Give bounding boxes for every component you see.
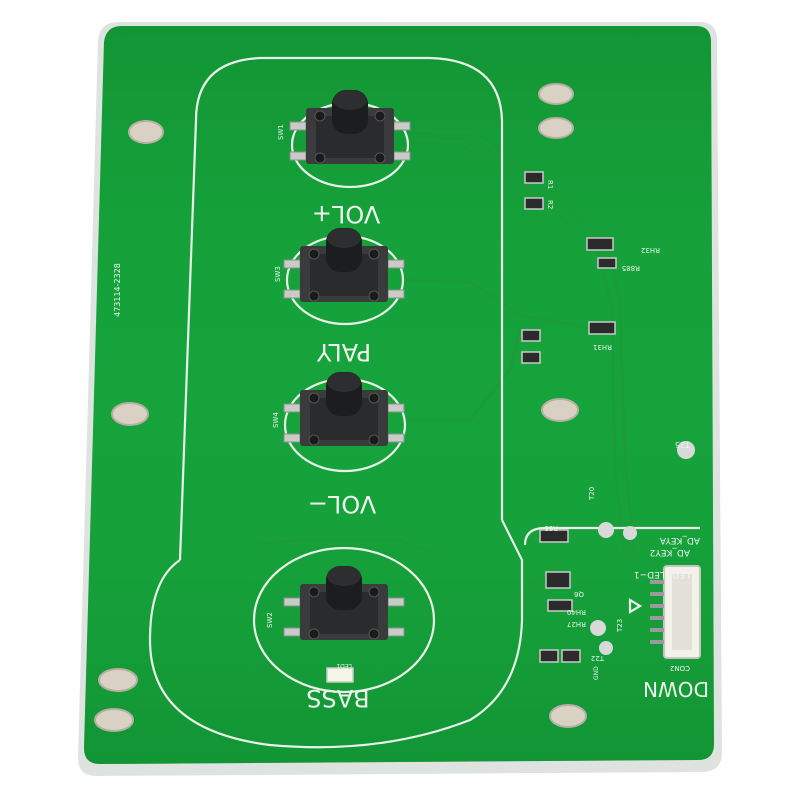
mounting-hole	[541, 398, 579, 422]
net-label: LED−LED−1	[634, 569, 690, 579]
button-label-vol-plus: VOL+	[312, 200, 380, 228]
test-pad	[590, 620, 606, 636]
part-number: 473114-2328	[113, 263, 122, 317]
tactile-switch	[283, 228, 405, 302]
led	[326, 667, 354, 683]
mounting-hole	[549, 704, 587, 728]
resistor	[521, 351, 541, 364]
resistor	[524, 171, 544, 184]
test-pads	[590, 441, 695, 655]
resistor	[524, 197, 544, 210]
silkscreen-outline	[148, 56, 700, 749]
component-ref: R1	[546, 180, 554, 189]
mounting-hole	[128, 120, 164, 144]
mounting-hole	[111, 402, 149, 426]
resistor	[597, 257, 617, 269]
test-pad	[599, 641, 613, 655]
component-ref: RH27	[567, 620, 586, 628]
button-label-paly: PALY	[317, 338, 372, 366]
resistor	[547, 599, 573, 612]
resistor	[561, 649, 581, 663]
transistor	[545, 571, 571, 589]
tactile-switch	[283, 372, 405, 446]
switch-ref: SW2	[266, 612, 274, 628]
net-label: AD_KEYA	[659, 535, 700, 545]
component-ref: T25	[675, 440, 691, 449]
connector-label-down: DOWN	[643, 677, 709, 701]
smd-components	[326, 171, 617, 683]
mounting-hole	[94, 708, 134, 732]
connector	[628, 565, 701, 659]
component-ref: R885	[622, 264, 640, 272]
resistor	[586, 237, 614, 251]
test-pad	[677, 441, 695, 459]
component-ref: R65	[544, 524, 558, 532]
component-ref: RH32	[641, 246, 660, 254]
component-ref: RH31	[593, 343, 612, 351]
component-ref: T23	[616, 619, 624, 633]
switch-ref: SW4	[272, 412, 280, 428]
resistor	[539, 649, 559, 663]
net-label: AD_KEY2	[650, 547, 690, 557]
button-label-bass: BASS	[306, 684, 369, 712]
component-ref: LED1	[336, 662, 352, 669]
test-pad	[598, 522, 614, 538]
tactile-switches	[283, 90, 411, 640]
connector-ref: CON2	[670, 664, 690, 672]
tactile-switch	[283, 566, 405, 640]
mounting-holes	[94, 83, 587, 732]
mounting-hole	[538, 117, 574, 139]
mounting-hole	[98, 668, 138, 692]
component-ref: R2	[546, 200, 554, 209]
silkscreen-text: VOL+ PALY VOL− BASS DOWN 473114-2328 SW1…	[113, 124, 709, 712]
resistor	[588, 321, 616, 335]
switch-ref: SW1	[277, 124, 285, 140]
test-pad	[623, 526, 637, 540]
component-ref: RH40	[567, 608, 586, 616]
mounting-hole	[538, 83, 574, 105]
component-ref: Q6	[573, 590, 584, 598]
component-ref: T20	[588, 487, 596, 501]
switch-ref: SW3	[274, 266, 282, 282]
resistor	[521, 329, 541, 342]
component-ref: GND	[593, 666, 600, 680]
component-ref: T22	[591, 654, 605, 662]
tactile-switch	[289, 90, 411, 164]
button-label-vol-minus: VOL−	[308, 490, 376, 518]
resistor	[539, 529, 569, 543]
